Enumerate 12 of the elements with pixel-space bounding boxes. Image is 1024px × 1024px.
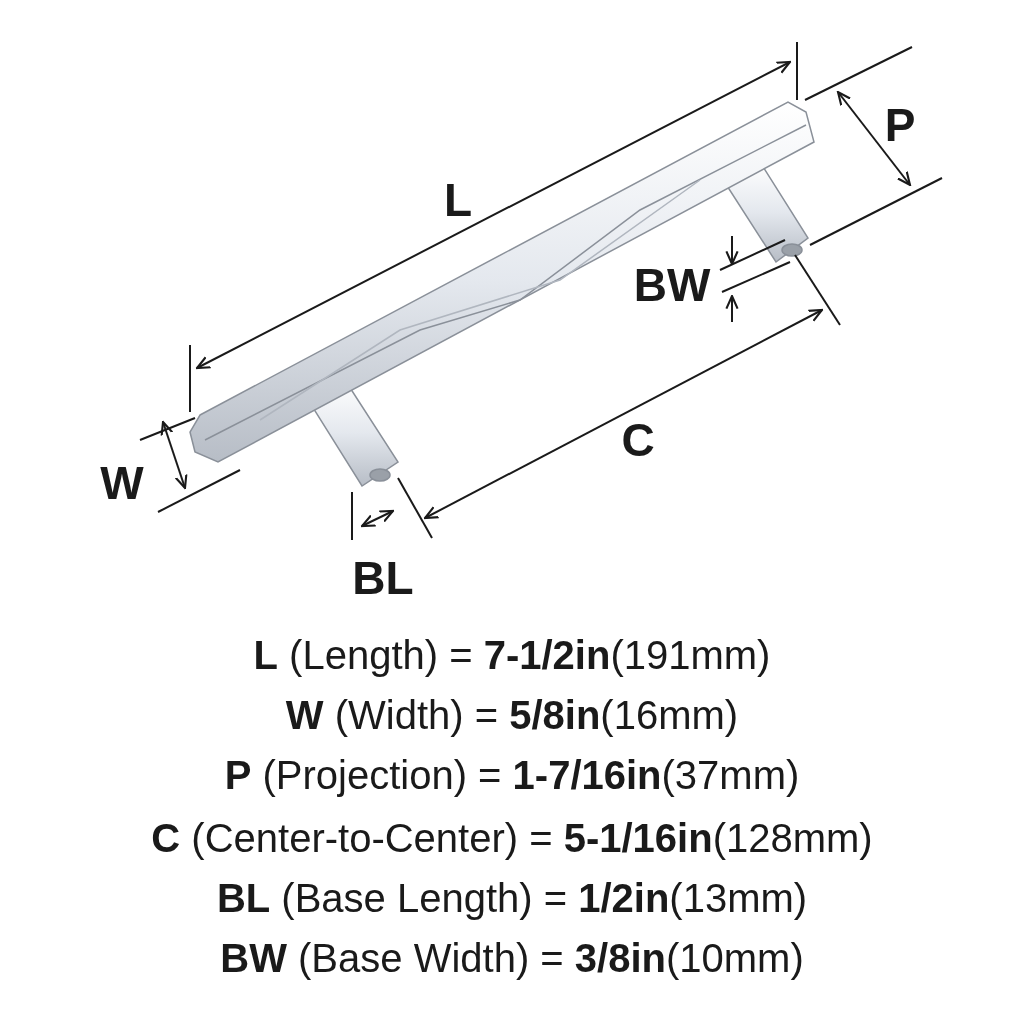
specification-text: W (Width) = 5/8in(16mm) [285,693,739,737]
dimension-label: C [621,414,655,466]
specification-text: L (Length) = 7-1/2in(191mm) [253,633,771,677]
dimension-label: W [100,457,144,509]
specification-text: P (Projection) = 1-7/16in(37mm) [224,753,800,797]
dimension-label: P [884,99,916,151]
dimension-label: BW [633,259,711,311]
specification-text: BL (Base Length) = 1/2in(13mm) [216,876,808,920]
specification-text: C (Center-to-Center) = 5-1/16in(128mm) [151,816,873,860]
dimension-label: L [443,174,473,226]
specification-text: BW (Base Width) = 3/8in(10mm) [220,936,804,980]
dimension-label: BL [352,552,414,604]
